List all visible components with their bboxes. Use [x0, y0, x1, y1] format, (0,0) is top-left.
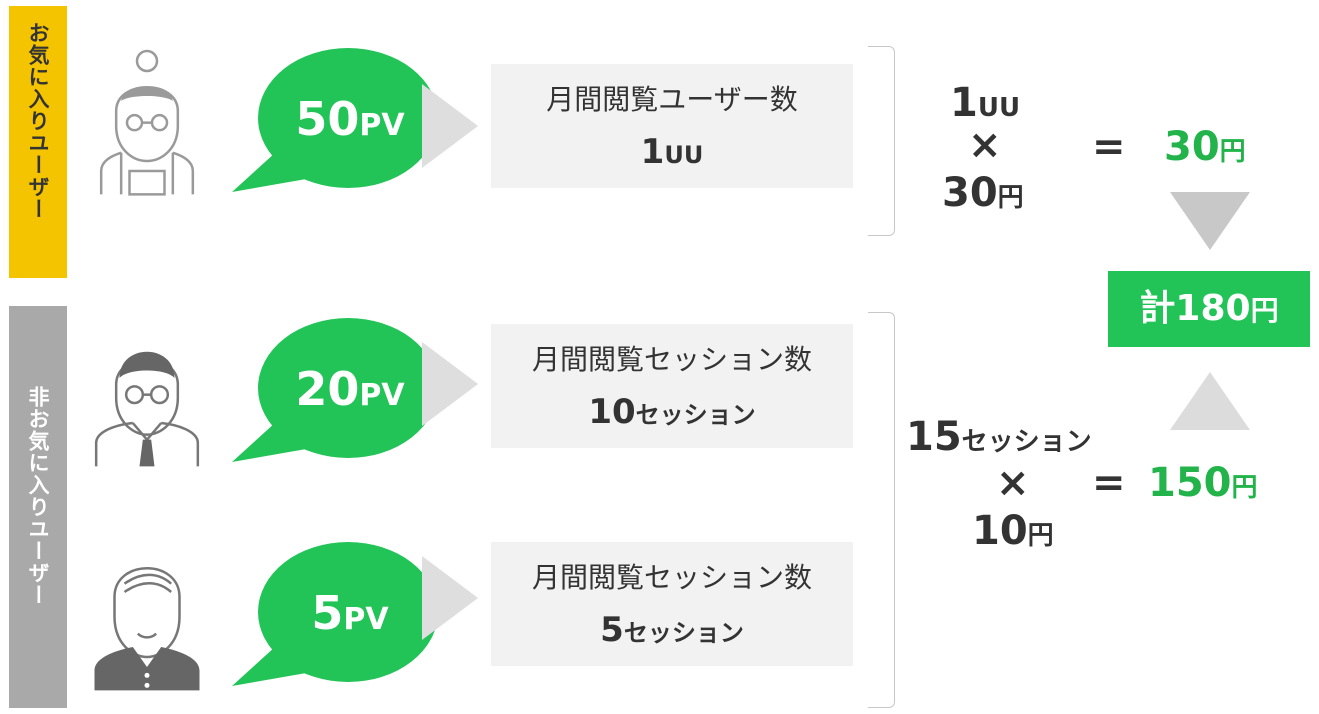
arrow-right-icon [422, 556, 478, 640]
arrow-right-icon [422, 84, 478, 168]
elderly-man-icon [94, 567, 200, 691]
pv-bubble-3 [232, 542, 438, 686]
non-qty: 15セッション [906, 414, 1092, 460]
non-price: 10円 [972, 508, 1054, 554]
arrow-right-icon [422, 342, 478, 426]
non-times: × [996, 460, 1030, 506]
arrow-down-icon [1170, 192, 1250, 250]
monthly-session-box-1: 月間閲覧セッション数 10セッション [491, 324, 853, 448]
pv-value-1: 50PV [295, 92, 405, 146]
monthly-user-box: 月間閲覧ユーザー数 1UU [491, 64, 853, 188]
arrow-up-icon [1170, 372, 1250, 430]
bracket-favorite [868, 46, 895, 236]
woman-with-bun-icon [99, 49, 195, 196]
pv-value-2: 20PV [295, 362, 405, 416]
man-with-tie-icon [94, 351, 200, 467]
pv-value-3: 5PV [311, 586, 389, 640]
fav-result: 30円 [1164, 124, 1246, 170]
favorite-user-label: お気に入りユーザー [26, 22, 50, 220]
monthly-session-box-2: 月間閲覧セッション数 5セッション [491, 542, 853, 666]
non-equals: = [1092, 460, 1126, 506]
non-favorite-user-tab: 非お気に入りユーザー [9, 306, 67, 708]
pv-bubble-2 [232, 318, 438, 462]
non-result: 150円 [1148, 460, 1258, 506]
fav-equals: = [1092, 124, 1126, 170]
non-favorite-user-label: 非お気に入りユーザー [26, 386, 50, 606]
fav-qty: 1UU [950, 80, 1021, 126]
total-badge: 計180円 [1108, 271, 1310, 347]
fav-times: × [968, 122, 1002, 168]
bracket-non-favorite [868, 312, 895, 708]
pv-bubble-1 [232, 48, 438, 192]
fav-price: 30円 [942, 170, 1024, 216]
favorite-user-tab: お気に入りユーザー [9, 6, 67, 278]
